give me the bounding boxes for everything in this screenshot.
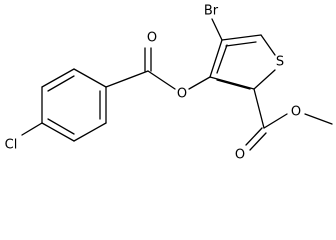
- ester-c-o-bond: [263, 113, 288, 129]
- c-br-bond: [211, 18, 223, 41]
- ring-bond: [221, 34, 262, 41]
- methyl-ester-oxygen-label: O: [291, 105, 301, 120]
- sulfur-atom-label: S: [276, 55, 284, 70]
- ring-bond: [253, 69, 276, 90]
- ring-bond: [209, 76, 255, 90]
- bromine-atom-label: Br: [204, 4, 219, 19]
- o-methyl-bond: [304, 113, 333, 125]
- ring-double-bond: [225, 41, 257, 47]
- thiophene-ring: [209, 34, 276, 90]
- ester-carbonyl-double-bond: [249, 132, 267, 151]
- benzoyl-carbonyl-oxygen-label: O: [147, 31, 157, 46]
- ring-bond: [260, 34, 276, 56]
- methyl-ester-carbonyl-oxygen-label: O: [235, 148, 245, 163]
- chlorine-atom-label: Cl: [5, 138, 18, 153]
- ring-bond: [41, 68, 75, 88]
- thiophene-ester-bond: [253, 88, 265, 129]
- ring-double-bond: [47, 75, 75, 92]
- ring-bond: [209, 39, 223, 78]
- ring-double-bond: [216, 79, 251, 90]
- ring-bond: [73, 68, 107, 88]
- aryl-carbonyl-bond: [105, 70, 149, 88]
- ring-bond: [73, 122, 107, 142]
- carbonyl-o-bond: [147, 70, 176, 90]
- chemical-structure-diagram: Cl O O S Br O O: [5, 4, 333, 163]
- ring-bond: [41, 122, 75, 142]
- chlorophenyl-ring: [41, 68, 107, 142]
- ester-carbonyl-double-bond: [245, 127, 263, 146]
- ring-double-bond: [47, 118, 75, 135]
- ester-link-oxygen-label: O: [177, 87, 187, 102]
- o-thiophene-bond: [188, 76, 211, 90]
- ring-double-bond: [216, 44, 228, 74]
- c-cl-bond: [21, 122, 43, 136]
